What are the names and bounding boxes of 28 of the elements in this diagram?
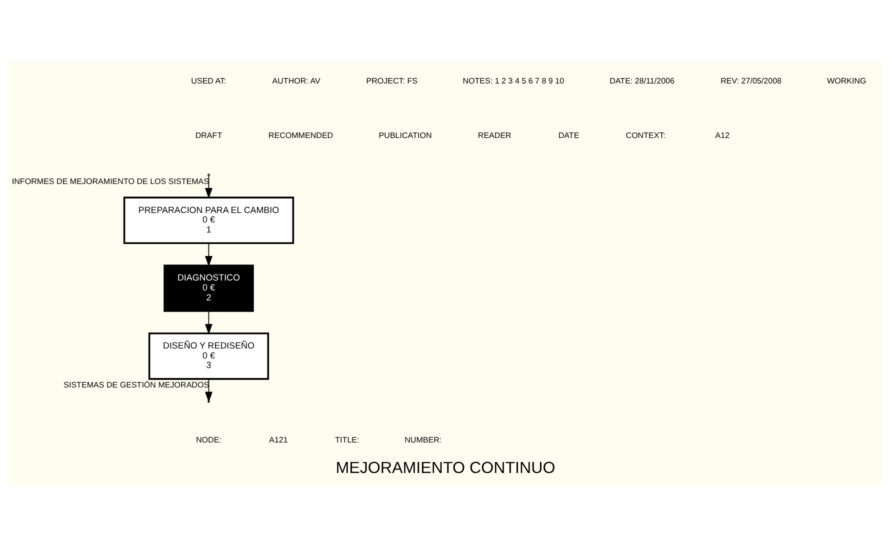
label: TITLE: <box>335 435 360 444</box>
edge-label: SISTEMAS DE GESTIÓN MEJORADOS <box>64 380 210 390</box>
node-box: DIAGNOSTICO 0 € 2 <box>164 264 254 312</box>
arrow <box>204 242 212 267</box>
edge-label: INFORMES DE MEJORAMIENTO DE LOS SISTEMAS <box>12 177 209 186</box>
label: NODE: <box>196 435 222 444</box>
label: READER <box>478 131 512 140</box>
diagram-title: MEJORAMIENTO CONTINUO <box>336 458 556 477</box>
arrow <box>204 310 212 335</box>
label: DATE <box>558 131 580 140</box>
label: WORKING <box>827 76 866 86</box>
label: USED AT: <box>191 76 226 86</box>
label: NUMBER: <box>404 435 442 444</box>
node-box: DISEÑO Y REDISEÑO 0 € 3 <box>148 332 270 380</box>
label: AUTHOR: AV <box>272 76 320 86</box>
label: A121 <box>269 435 288 444</box>
arrow <box>204 174 212 199</box>
label: PUBLICATION <box>378 131 432 140</box>
label: RECOMMENDED <box>268 131 334 140</box>
label: PROJECT: FS <box>366 76 418 86</box>
label: A12 <box>715 131 730 140</box>
label: DRAFT <box>195 131 222 140</box>
label: CONTEXT: <box>626 131 666 140</box>
label: NOTES: 1 2 3 4 5 6 7 8 9 10 <box>462 76 564 86</box>
arrow <box>204 378 212 402</box>
label: DATE: 28/11/2006 <box>610 76 675 86</box>
label: REV: 27/05/2008 <box>720 76 782 86</box>
node-box: PREPARACION PARA EL CAMBIO 0 € 1 <box>123 196 294 244</box>
